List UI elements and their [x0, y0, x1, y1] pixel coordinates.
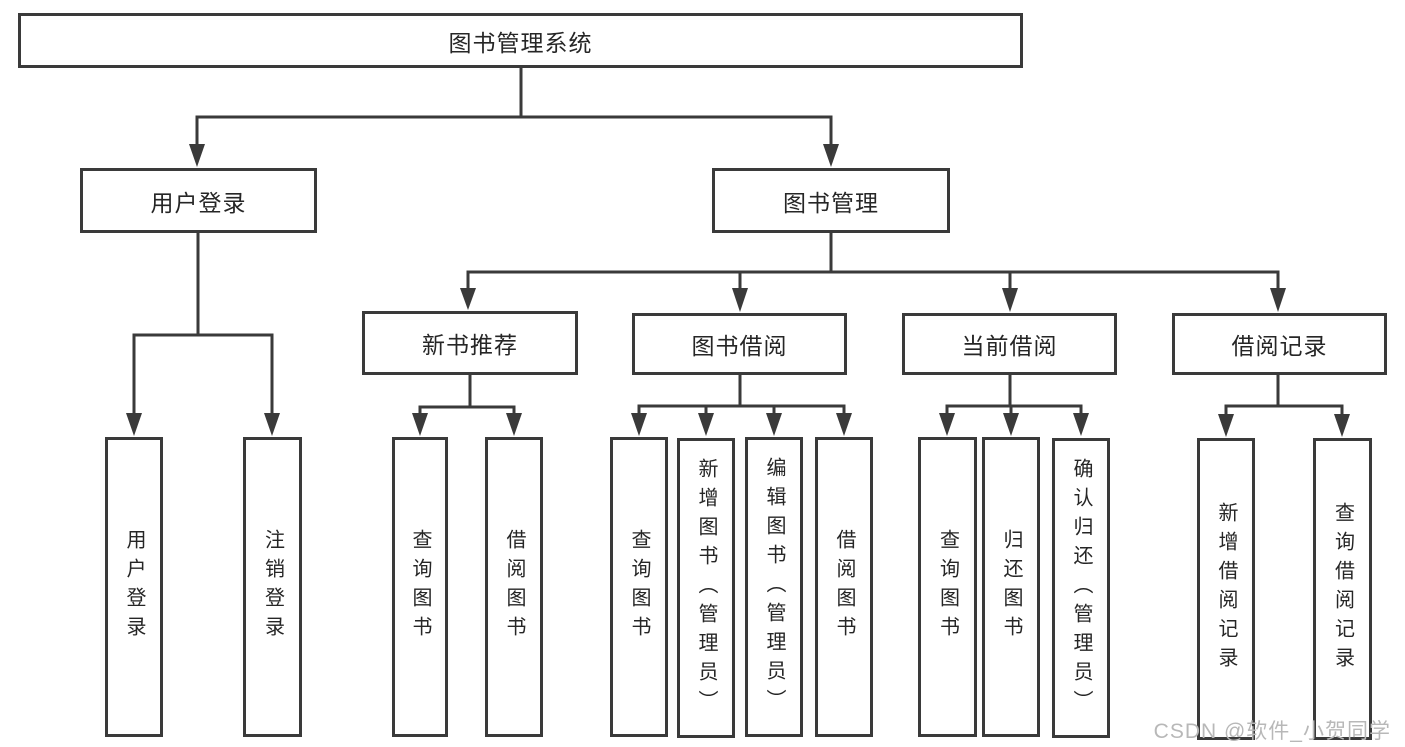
leaf-borrow-books-borrowing: 借阅图书: [815, 437, 873, 737]
node-library-system-label: 图书管理系统: [448, 29, 593, 56]
node-book-management-label: 图书管理: [783, 189, 879, 216]
leaf-add-borrow-record: 新增借阅记录: [1197, 438, 1255, 740]
leaf-query-books-borrowing: 查询图书: [610, 437, 668, 737]
node-current-borrowing: 当前借阅: [902, 313, 1117, 375]
node-user-login-label: 用户登录: [150, 189, 247, 216]
leaf-confirm-return-admin: 确认归还（管理员）: [1052, 438, 1110, 738]
leaf-logout: 注销登录: [243, 437, 302, 737]
leaf-add-book-admin: 新增图书（管理员）: [677, 438, 735, 738]
node-book-borrowing-label: 图书借阅: [691, 333, 788, 359]
leaf-edit-book-admin: 编辑图书（管理员）: [745, 437, 803, 737]
leaf-return-book: 归还图书: [982, 437, 1040, 737]
node-borrowing-records-label: 借阅记录: [1231, 333, 1328, 359]
node-borrowing-records: 借阅记录: [1172, 313, 1387, 375]
node-new-book-recommendation: 新书推荐: [362, 311, 578, 375]
node-library-system: 图书管理系统: [18, 13, 1023, 68]
leaf-query-books-recommend: 查询图书: [392, 437, 448, 737]
leaf-user-login: 用户登录: [105, 437, 163, 737]
csdn-watermark: CSDN @软件_小贺同学: [1153, 720, 1391, 743]
leaf-query-books-current: 查询图书: [918, 437, 977, 737]
node-new-book-recommendation-label: 新书推荐: [422, 332, 518, 358]
node-book-borrowing: 图书借阅: [632, 313, 847, 375]
node-user-login: 用户登录: [80, 168, 317, 233]
leaf-query-borrow-record: 查询借阅记录: [1313, 438, 1372, 740]
node-current-borrowing-label: 当前借阅: [961, 333, 1058, 359]
node-book-management: 图书管理: [712, 168, 950, 233]
leaf-borrow-books-recommend: 借阅图书: [485, 437, 543, 737]
